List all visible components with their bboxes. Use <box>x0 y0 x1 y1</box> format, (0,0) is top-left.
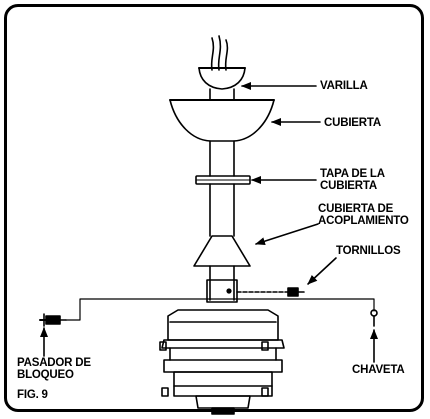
label-varilla: VARILLA <box>320 80 368 92</box>
motor-collar <box>206 279 238 303</box>
label-pasador-de-bloqueo: PASADOR DE BLOQUEO <box>17 357 91 381</box>
downrod <box>209 88 235 301</box>
tornillos-arrow <box>307 257 337 285</box>
locking-pin <box>39 313 67 327</box>
label-cubierta-de-acoplamiento: CUBIERTA DE ACOPLAMIENTO <box>318 203 409 227</box>
label-cubierta: CUBIERTA <box>324 117 381 129</box>
label-tapa-de-la-cubierta: TAPA DE LA CUBIERTA <box>320 168 385 192</box>
hanger-bowl <box>198 67 246 90</box>
label-tornillos: TORNILLOS <box>336 245 401 257</box>
label-chaveta: CHAVETA <box>352 364 405 376</box>
wires <box>210 35 229 71</box>
acoplamiento-arrow <box>255 223 319 246</box>
screw <box>236 287 305 297</box>
figure-frame <box>4 4 424 412</box>
crossbar-line <box>65 298 375 321</box>
coupling-cover <box>193 235 251 267</box>
canopy <box>169 99 275 142</box>
motor-housing <box>159 309 285 415</box>
figure-number: FIG. 9 <box>17 389 48 401</box>
